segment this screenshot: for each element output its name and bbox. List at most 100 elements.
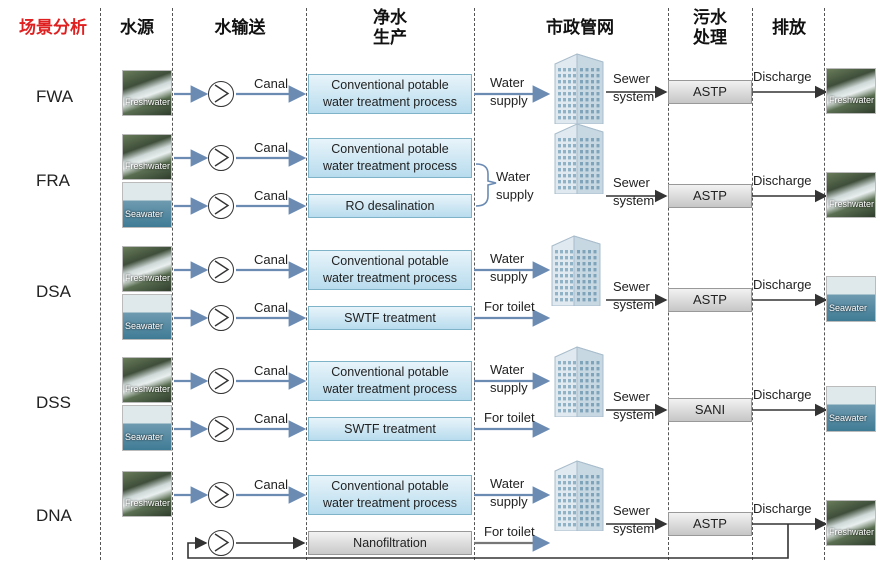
seawater-image: Seawater: [122, 294, 172, 340]
canal-label: Canal: [254, 76, 288, 91]
seawater-label: Seawater: [125, 432, 164, 442]
freshwater-label: Freshwater: [125, 97, 171, 107]
water-supply-label: Water supply: [490, 362, 528, 395]
canal-label: Canal: [254, 300, 288, 315]
column-divider: [306, 8, 307, 560]
pump-icon: [208, 305, 234, 331]
wastewater-treatment-box: ASTP: [668, 512, 752, 536]
canal-label: Canal: [254, 411, 288, 426]
discharge-label: Discharge: [753, 277, 812, 292]
building-icon: [551, 457, 607, 532]
freshwater-image: Freshwater: [122, 70, 172, 116]
scenario-label: DSS: [36, 393, 71, 412]
seawater-label: Seawater: [125, 321, 164, 331]
freshwater-image: Freshwater: [826, 500, 876, 546]
freshwater-image: Freshwater: [122, 357, 172, 403]
scenario-label: DSA: [36, 282, 71, 301]
column-divider: [668, 8, 669, 560]
header-municipal: 市政管网: [546, 18, 614, 37]
seawater-label: Seawater: [829, 413, 868, 423]
freshwater-label: Freshwater: [829, 199, 875, 209]
building-icon: [551, 120, 607, 195]
pump-icon: [208, 81, 234, 107]
canal-label: Canal: [254, 477, 288, 492]
pump-icon: [208, 145, 234, 171]
sewer-system-label: Sewer system: [613, 175, 655, 208]
freshwater-image: Freshwater: [826, 172, 876, 218]
sewer-system-label: Sewer system: [613, 71, 655, 104]
seawater-image: Seawater: [122, 182, 172, 228]
water-supply-label: Water supply: [490, 251, 528, 284]
header-source: 水源: [120, 18, 154, 37]
sewer-system-label: Sewer system: [613, 279, 655, 312]
freshwater-image: Freshwater: [826, 68, 876, 114]
treatment-process-box: Conventional potable water treatment pro…: [308, 138, 472, 178]
pump-icon: [208, 482, 234, 508]
scenario-label: FRA: [36, 171, 70, 190]
freshwater-label: Freshwater: [125, 273, 171, 283]
freshwater-image: Freshwater: [122, 471, 172, 517]
seawater-label: Seawater: [125, 209, 164, 219]
freshwater-label: Freshwater: [125, 384, 171, 394]
column-divider: [172, 8, 173, 560]
scenario-label: DNA: [36, 506, 72, 525]
column-divider: [824, 8, 825, 560]
pump-icon: [208, 416, 234, 442]
scenario-label: FWA: [36, 87, 74, 106]
freshwater-image: Freshwater: [122, 246, 172, 292]
header-conveyance: 水输送: [214, 18, 266, 37]
wastewater-treatment-box: SANI: [668, 398, 752, 422]
wastewater-treatment-box: ASTP: [668, 184, 752, 208]
building-icon: [548, 232, 604, 307]
treatment-process-box: Conventional potable water treatment pro…: [308, 475, 472, 515]
discharge-label: Discharge: [753, 173, 812, 188]
treatment-process-box: RO desalination: [308, 194, 472, 218]
for-toilet-label: For toilet: [484, 524, 535, 539]
header-treatment: 净水 生产: [373, 8, 407, 47]
treatment-process-box: Conventional potable water treatment pro…: [308, 250, 472, 290]
building-icon: [551, 50, 607, 125]
treatment-process-box: SWTF treatment: [308, 306, 472, 330]
discharge-label: Discharge: [753, 387, 812, 402]
seawater-label: Seawater: [829, 303, 868, 313]
for-toilet-label: For toilet: [484, 299, 535, 314]
recycle-loop-arrow: [187, 524, 789, 559]
water-supply-label: Water supply: [490, 476, 528, 509]
wastewater-treatment-box: ASTP: [668, 288, 752, 312]
seawater-image: Seawater: [826, 386, 876, 432]
pump-icon: [208, 257, 234, 283]
freshwater-label: Freshwater: [829, 95, 875, 105]
freshwater-label: Freshwater: [125, 161, 171, 171]
merge-brace: [475, 163, 497, 207]
pump-icon: [208, 193, 234, 219]
column-divider: [100, 8, 101, 560]
header-discharge: 排放: [772, 18, 806, 37]
for-toilet-label: For toilet: [484, 410, 535, 425]
treatment-process-box: SWTF treatment: [308, 417, 472, 441]
column-divider: [474, 8, 475, 560]
discharge-label: Discharge: [753, 69, 812, 84]
seawater-image: Seawater: [826, 276, 876, 322]
seawater-image: Seawater: [122, 405, 172, 451]
canal-label: Canal: [254, 188, 288, 203]
canal-label: Canal: [254, 252, 288, 267]
wastewater-treatment-box: ASTP: [668, 80, 752, 104]
discharge-label: Discharge: [753, 501, 812, 516]
treatment-process-box: Nanofiltration: [308, 531, 472, 555]
freshwater-label: Freshwater: [125, 498, 171, 508]
canal-label: Canal: [254, 363, 288, 378]
pump-icon: [208, 368, 234, 394]
canal-label: Canal: [254, 140, 288, 155]
header-wastewater: 污水 处理: [693, 8, 727, 47]
water-supply-label: Water supply: [496, 169, 534, 202]
sewer-system-label: Sewer system: [613, 389, 655, 422]
water-supply-label: Water supply: [490, 75, 528, 108]
freshwater-label: Freshwater: [829, 527, 875, 537]
treatment-process-box: Conventional potable water treatment pro…: [308, 361, 472, 401]
column-divider: [752, 8, 753, 560]
freshwater-image: Freshwater: [122, 134, 172, 180]
building-icon: [551, 343, 607, 418]
treatment-process-box: Conventional potable water treatment pro…: [308, 74, 472, 114]
